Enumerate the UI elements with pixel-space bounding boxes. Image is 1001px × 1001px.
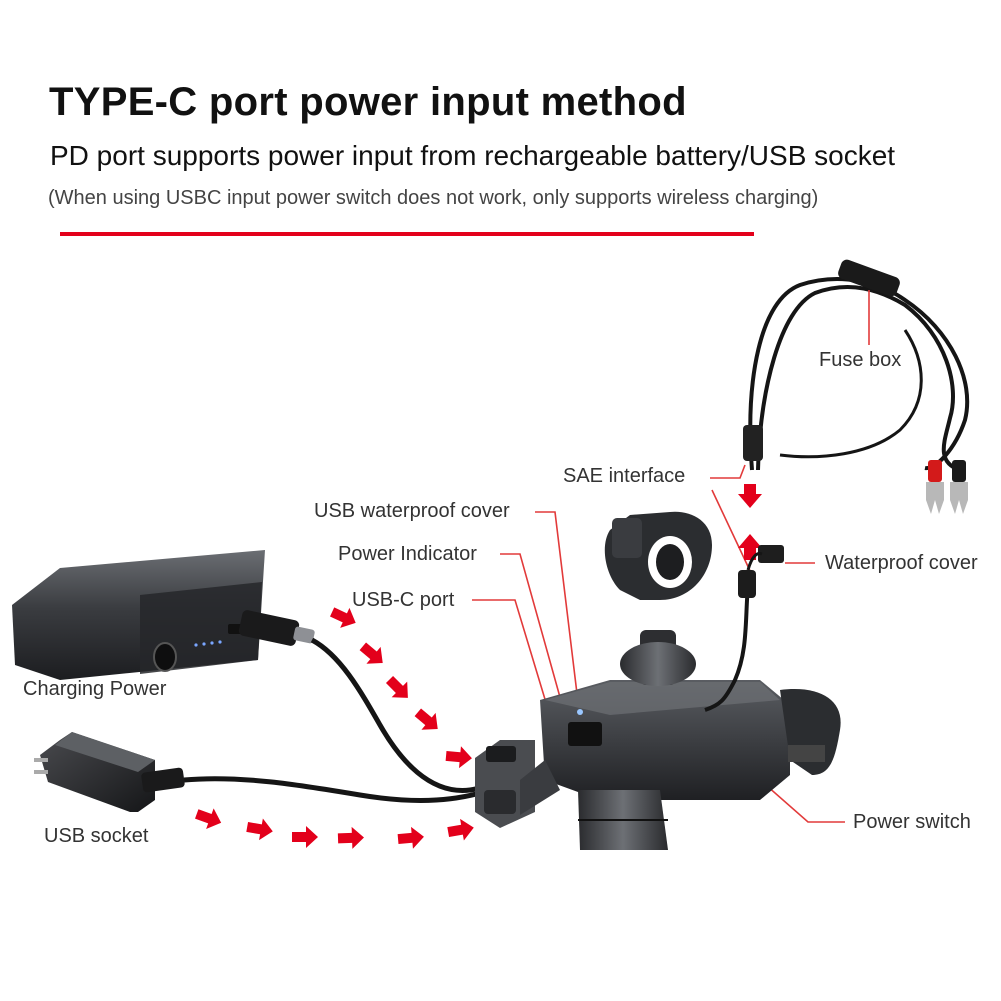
usb-c-port-leader	[472, 599, 558, 740]
usb-c-port-label: USB-C port	[352, 589, 455, 611]
black-terminal	[952, 460, 966, 482]
sae-interface-leader	[711, 489, 753, 576]
usb-waterproof-cover-leader	[535, 511, 583, 736]
sae-plug	[738, 570, 756, 598]
charging-power-label: Charging Power	[23, 678, 167, 700]
usb-socket-adapter	[34, 732, 541, 812]
usage-note: (When using USBC input power switch does…	[48, 187, 819, 209]
usb-c-port-housing	[568, 722, 602, 746]
red-terminal	[928, 460, 942, 482]
sae-connector	[743, 425, 763, 461]
power-switch-label: Power switch	[853, 811, 971, 833]
usb-socket-arrow-trail	[192, 803, 476, 851]
power-indicator-leader	[500, 553, 571, 734]
fuse-box-label: Fuse box	[819, 349, 902, 371]
page-subtitle: PD port supports power input from rechar…	[50, 140, 896, 171]
page-title: TYPE-C port power input method	[49, 80, 687, 124]
waterproof-cover-label: Waterproof cover	[825, 552, 978, 574]
fuse-holder	[838, 259, 900, 297]
usb-socket-label: USB socket	[44, 825, 149, 847]
waterproof-cap	[746, 545, 784, 571]
phone-mount	[475, 511, 841, 850]
usb-waterproof-cover-label: USB waterproof cover	[314, 500, 510, 522]
power-bank	[12, 550, 265, 680]
fuse-box-cable	[743, 259, 970, 514]
power-indicator-label: Power Indicator	[338, 543, 477, 565]
sae-interface-label: SAE interface	[563, 465, 686, 487]
power-bank-arrow-trail	[327, 601, 473, 770]
red-divider	[60, 232, 754, 236]
sae-cable	[704, 584, 750, 712]
